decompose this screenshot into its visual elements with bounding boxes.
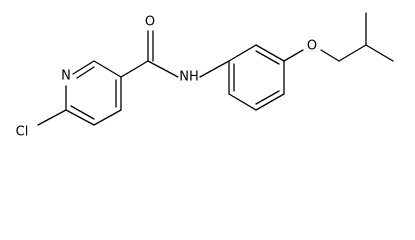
ether-oxygen-label: O xyxy=(307,39,317,54)
bond-b3-b4 xyxy=(255,93,285,111)
pyridine-ring xyxy=(65,60,122,126)
bond-n-c2 xyxy=(72,60,95,75)
bond-c6-cl xyxy=(37,109,67,126)
bond-c3-carbonyl xyxy=(120,60,149,78)
bond-b5-b6-inner xyxy=(255,50,280,65)
bond-c4-c5 xyxy=(93,109,122,126)
isopropoxy-group xyxy=(283,12,394,62)
bond-b3-b4-inner xyxy=(255,90,280,105)
structure-canvas: Cl N O NH O xyxy=(16,12,394,140)
pyridine-nitrogen-label: N xyxy=(61,69,71,84)
bond-c5-c6-inner xyxy=(70,105,95,120)
bond-n-c2-inner xyxy=(76,66,95,79)
amide-nh-label: NH xyxy=(179,70,199,85)
bond-ch-me1 xyxy=(338,44,367,62)
bond-o-ch xyxy=(320,49,340,62)
bond-me1-right xyxy=(365,44,394,62)
carbonyl-oxygen-label: O xyxy=(145,15,155,30)
molecule-drawing: Cl N O NH O xyxy=(16,12,394,140)
bond-nh-aryl xyxy=(199,60,230,78)
bond-aryl-o xyxy=(283,49,304,62)
bond-b6-b1 xyxy=(228,44,257,62)
bond-c5-c6 xyxy=(65,109,95,126)
chlorine-label: Cl xyxy=(16,125,29,140)
bond-b5-b6 xyxy=(255,44,285,62)
amide-group xyxy=(120,30,230,78)
benzene-ring xyxy=(228,44,285,111)
bond-c2-c3 xyxy=(93,60,122,78)
bond-b2-b3 xyxy=(228,93,257,111)
bond-carbonyl-nh xyxy=(147,60,179,78)
